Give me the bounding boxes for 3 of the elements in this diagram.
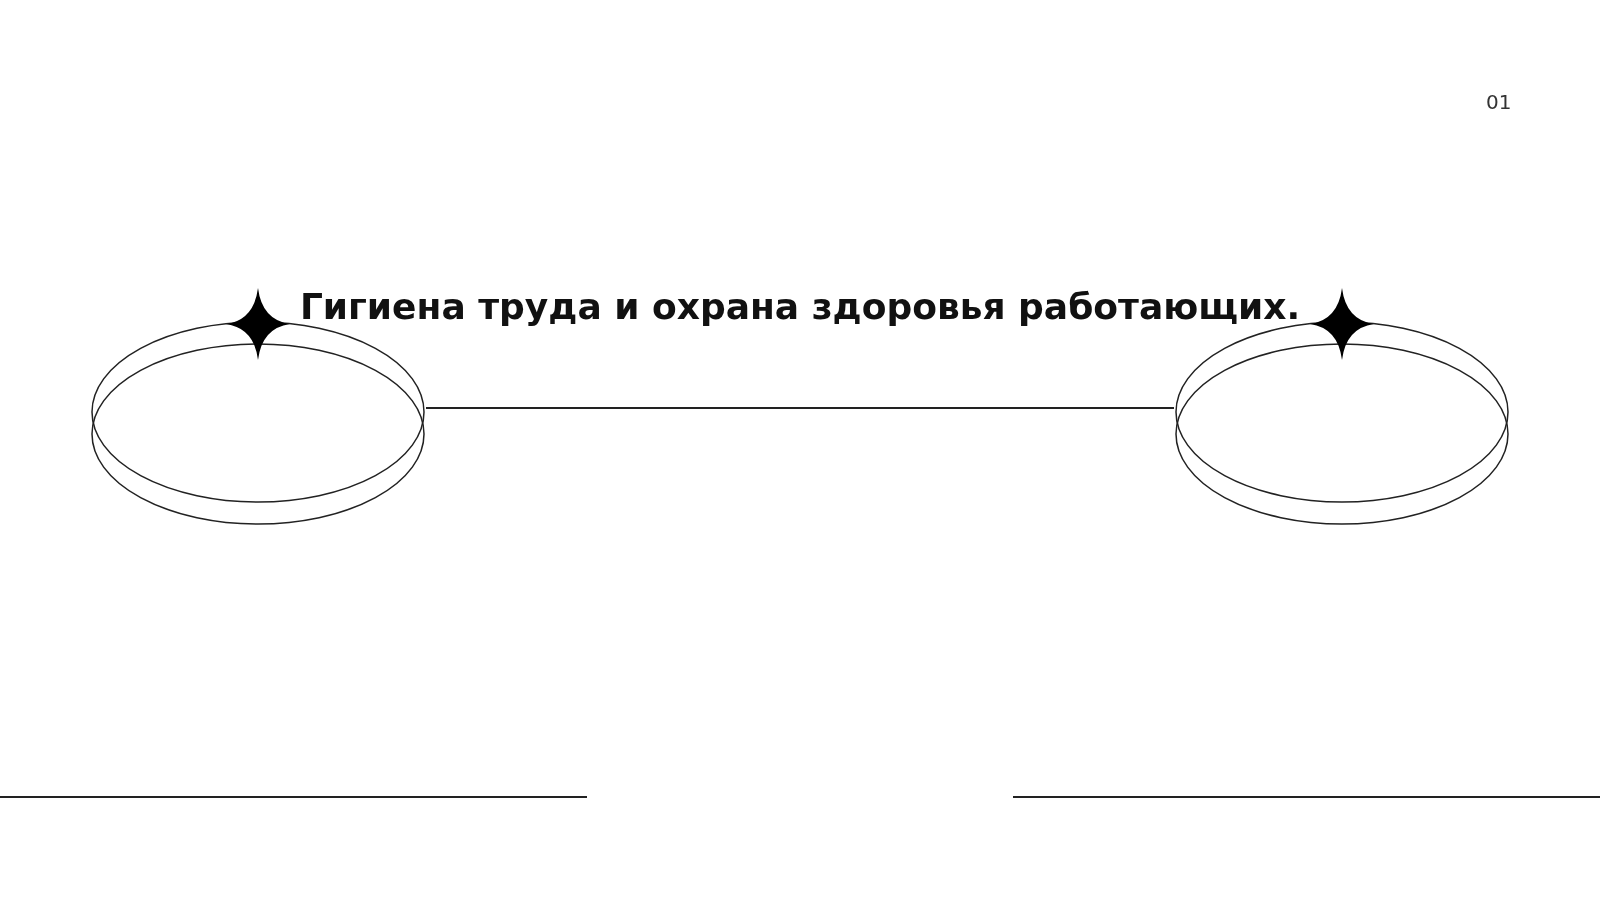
connector-line	[425, 407, 1175, 409]
page-number: 01	[1486, 90, 1512, 114]
slide-title: Гигиена труда и охрана здоровья работающих.	[299, 286, 1301, 327]
